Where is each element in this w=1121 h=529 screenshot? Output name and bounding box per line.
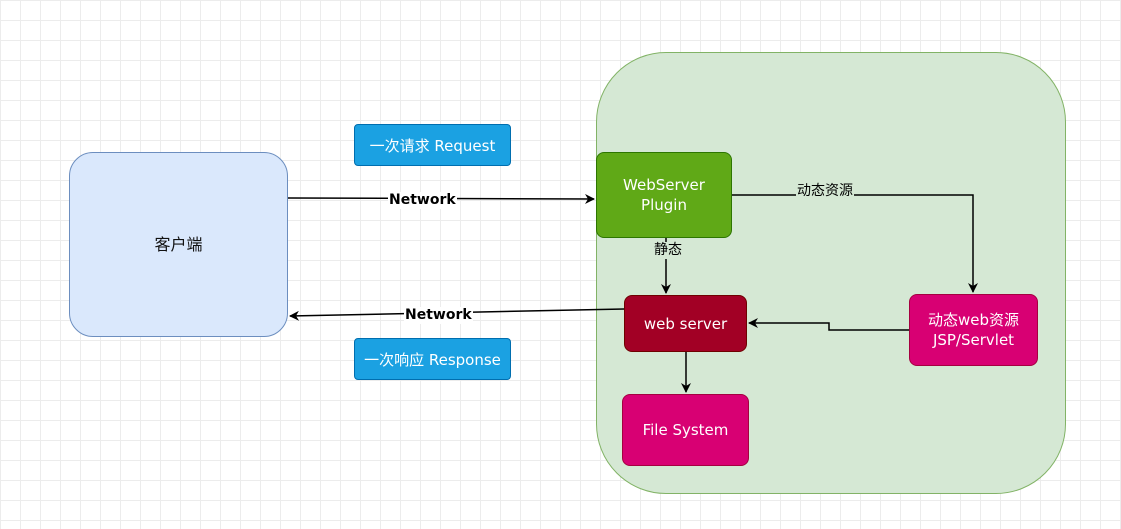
plugin-label-line1: WebServer <box>623 176 705 194</box>
plugin-label-line2: Plugin <box>641 196 687 214</box>
edge-dynamic-to-webserver <box>748 318 909 331</box>
client-node[interactable]: 客户端 <box>69 152 288 337</box>
edge-plugin-to-dynamic <box>732 194 978 293</box>
static-edge-label: 静态 <box>653 242 683 259</box>
dynamic-resource-node[interactable]: 动态web资源 JSP/Servlet <box>909 294 1038 366</box>
web-server-label: web server <box>643 314 728 333</box>
request-tag-label: 一次请求 Request <box>369 136 496 155</box>
network-response-label: Network <box>404 307 473 324</box>
dynamic-label-line2: JSP/Servlet <box>932 331 1015 349</box>
network-request-label: Network <box>388 192 457 209</box>
file-system-label: File System <box>642 421 729 439</box>
dynamic-resource-edge-label: 动态资源 <box>796 183 854 200</box>
dynamic-label-line1: 动态web资源 <box>927 311 1020 329</box>
response-tag-label: 一次响应 Response <box>364 350 501 369</box>
webserver-plugin-node[interactable]: WebServer Plugin <box>596 152 732 238</box>
client-label: 客户端 <box>154 234 203 254</box>
request-tag[interactable]: 一次请求 Request <box>354 124 511 166</box>
file-system-node[interactable]: File System <box>622 394 749 466</box>
response-tag[interactable]: 一次响应 Response <box>354 338 511 380</box>
web-server-node[interactable]: web server <box>624 295 747 352</box>
